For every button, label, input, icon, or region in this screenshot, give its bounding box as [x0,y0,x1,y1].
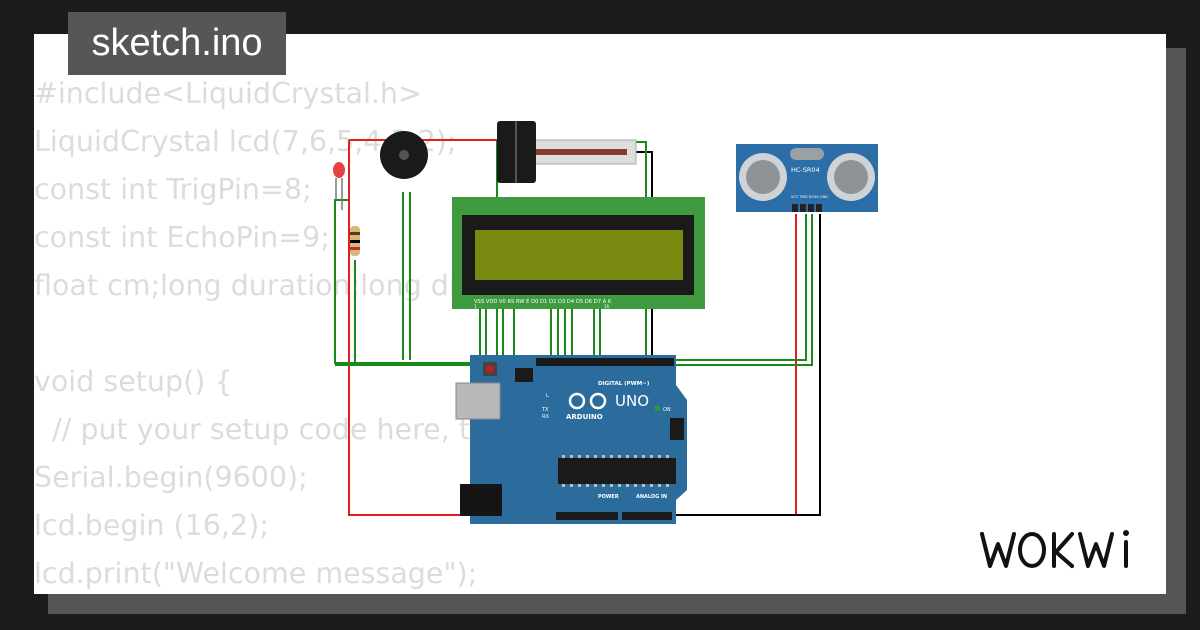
arduino-tx-label: TX [541,407,549,413]
ultrasonic-sensor: HC-SR04 VCC TRIG ECHO GND [736,144,878,212]
file-tab: sketch.ino [68,12,286,75]
code-line: void setup() { [34,365,233,398]
on-led [655,406,660,411]
icsp-header [515,368,533,382]
code-line: lcd.print("Welcome message"); [34,557,478,590]
slide-potentiometer [497,121,637,183]
reset-button-cap [486,365,494,373]
code-line: Serial.begin(9600); [34,461,308,494]
resistor-band [350,240,360,243]
frame-bottom [34,594,48,630]
arduino-logo-infinity [568,392,607,410]
analog-header [622,512,672,520]
sensor-crystal [790,148,824,160]
logo-letter-k-arms [1054,532,1074,568]
sensor-transducer-right-mesh [834,160,868,194]
pot-groove [505,149,627,155]
lcd-screen [475,230,683,280]
lcd-pin-first: 1 [474,304,477,309]
sensor-label: HC-SR04 [791,166,820,174]
lcd-pin-last: 16 [604,304,610,309]
red-led [333,162,345,210]
wire-black [652,214,821,516]
lcd-display: VSS VDD V0 RS RW E D0 D1 D2 D3 D4 D5 D6 … [452,197,705,309]
arduino-on-label: ON [663,407,671,413]
microcontroller-chip [558,458,676,484]
code-line: #include<LiquidCrystal.h> [34,77,422,110]
wokwi-logo [980,530,1129,568]
sensor-transducer-left-mesh [746,160,780,194]
code-line: lcd.begin (16,2); [34,509,269,542]
arduino-l-label: L [546,393,549,399]
logo-dot [1123,530,1129,536]
arduino-analog-label: ANALOG IN [636,494,667,500]
frame-bottom-edge [48,614,1200,630]
chip-pins [562,455,669,487]
power-jack [460,484,502,516]
frame-bottom-shadow [48,594,1186,614]
resistor-band [350,247,360,250]
arduino-power-label: POWER [598,494,619,500]
arduino-digital-label: DIGITAL (PWM~) [598,381,650,387]
sensor-pin [808,204,814,212]
buzzer-hole [399,150,409,160]
arduino-model: UNO [615,392,649,410]
code-line: const int EchoPin=9; [34,221,330,254]
code-line: const int TrigPin=8; [34,173,312,206]
logo-dot [980,532,984,536]
led-body [333,162,345,178]
arduino-uno: ARDUINO UNO DIGITAL (PWM~) POWER ANALOG … [455,355,687,524]
resistor-band [350,232,360,235]
sensor-pin [800,204,806,212]
logo-letter-w2 [1078,532,1114,568]
logo-letter-o [1018,532,1046,568]
icsp-header-right [670,418,684,440]
logo-dot [1070,564,1074,568]
arduino-rx-label: RX [542,414,549,420]
sensor-pin-labels: VCC TRIG ECHO GND [791,195,828,199]
logo-letter-w [980,532,1016,568]
arduino-brand: ARDUINO [566,413,603,421]
usb-port [455,382,501,420]
lcd-pin-labels: VSS VDD V0 RS RW E D0 D1 D2 D3 D4 D5 D6 … [474,299,612,305]
sensor-pin [816,204,822,212]
buzzer [380,131,428,179]
wire-red [348,140,515,516]
sensor-pin [792,204,798,212]
power-header [556,512,618,520]
resistor [350,226,360,256]
lcd-pin-header: VSS VDD V0 RS RW E D0 D1 D2 D3 D4 D5 D6 … [474,299,612,309]
digital-header [536,358,674,366]
